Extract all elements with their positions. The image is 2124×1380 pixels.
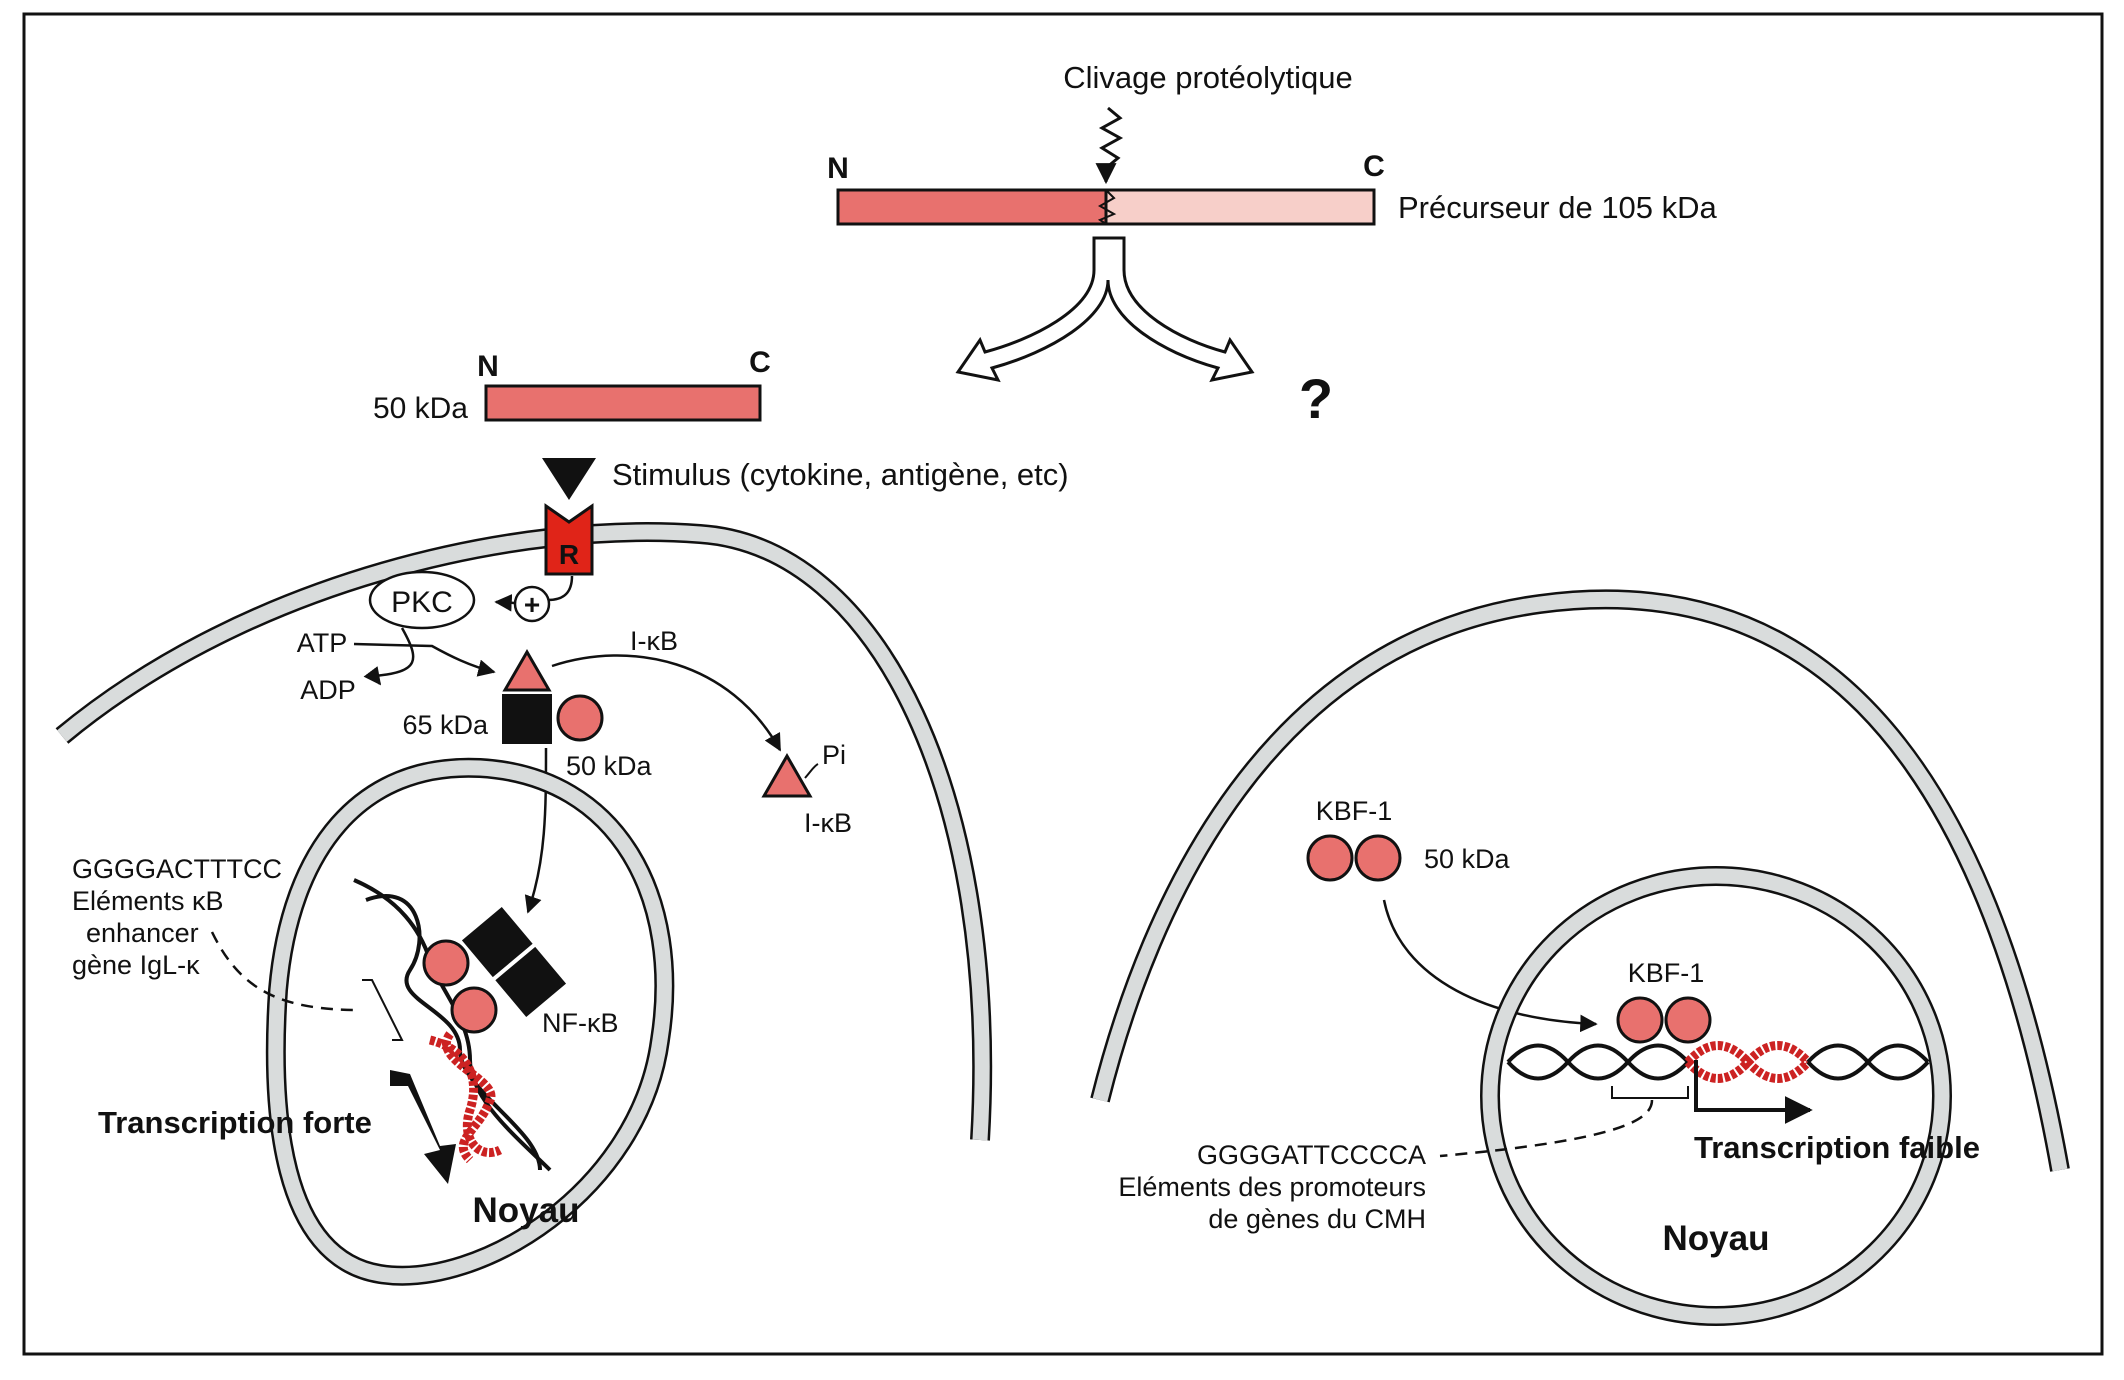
unknown-fragment-question: ? xyxy=(1299,367,1333,430)
right-cell-membrane xyxy=(1092,591,2068,1172)
kb-element-bracket xyxy=(362,979,404,1041)
p50-complex-label: 50 kDa xyxy=(566,751,653,781)
atp-label: ATP xyxy=(297,628,348,658)
kbf1-circle-left xyxy=(1306,834,1354,882)
weak-transcription-arrow xyxy=(1694,1060,1813,1124)
right-cell-membrane-outline xyxy=(1090,589,2070,1172)
p65-square xyxy=(502,694,552,744)
noyau-right-label: Noyau xyxy=(1663,1219,1770,1258)
p50-bar-label: 50 kDa xyxy=(373,392,468,425)
atp-arrow xyxy=(353,642,496,677)
pkc-ellipse xyxy=(368,570,476,630)
cleavage-label: Clivage protéolytique xyxy=(1063,60,1353,95)
ikb-release-arrow xyxy=(551,654,782,752)
adp-label: ADP xyxy=(300,675,356,705)
cleavage-zigzag-arrow xyxy=(1098,106,1124,170)
right-dna-helix xyxy=(1506,1041,1930,1083)
ikb-triangle-free xyxy=(761,752,813,798)
nfkb-p50-circle-top xyxy=(422,939,470,987)
right-nucleus-envelope xyxy=(1482,868,1950,1324)
kbf1-nucleus-label: KBF-1 xyxy=(1628,958,1705,988)
elements-promoteurs-label: Eléments des promoteurs xyxy=(1118,1172,1426,1202)
strong-transcription-arrow xyxy=(390,1070,456,1184)
enhancer-label: enhancer xyxy=(86,918,199,948)
activation-plus-circle xyxy=(513,585,551,623)
p65-label: 65 kDa xyxy=(402,710,489,740)
p50-bar xyxy=(484,384,762,422)
pkc-label: PKC xyxy=(391,586,453,619)
precursor-c-terminus: C xyxy=(1363,150,1385,183)
activation-plus-sign: + xyxy=(524,589,540,620)
transcription-forte-label: Transcription forte xyxy=(98,1105,372,1140)
ikb-release-label: I-κB xyxy=(630,626,678,656)
noyau-left-label: Noyau xyxy=(473,1191,580,1230)
nfkb-label: NF-κB xyxy=(542,1008,619,1038)
stimulus-triangle xyxy=(542,458,596,500)
receptor xyxy=(544,503,594,576)
p50-n-terminus: N xyxy=(477,350,499,383)
kbf1-bound-circle-right xyxy=(1664,996,1712,1044)
ikb-triangle-bound xyxy=(502,649,552,692)
gene-igl-label: gène IgL-κ xyxy=(72,950,200,980)
kbf1-cytoplasm-label: KBF-1 xyxy=(1316,796,1393,826)
genes-cmh-label: de gènes du CMH xyxy=(1208,1204,1426,1234)
kbf1-translocation-arrow xyxy=(1382,899,1598,1033)
pi-label: Pi xyxy=(822,740,846,770)
elements-kb-label: Eléments κB xyxy=(72,886,224,916)
left-nucleus-envelope xyxy=(268,760,672,1284)
promoter-dashed-line xyxy=(1439,1099,1654,1158)
figure-frame xyxy=(22,12,2104,1356)
left-cell-membrane xyxy=(57,524,990,1141)
ikb-free-label: I-κB xyxy=(804,808,852,838)
seq-right: GGGGATTCCCCA xyxy=(1197,1140,1426,1170)
cleavage-split-arrows xyxy=(955,236,1255,383)
stimulus-label: Stimulus (cytokine, antigène, etc) xyxy=(612,457,1069,492)
seq-left: GGGGACTTTCC xyxy=(72,854,282,884)
kbf1-bound-circle-left xyxy=(1616,996,1664,1044)
nfkb-p65-squares xyxy=(461,906,567,1018)
transcription-faible-label: Transcription faible xyxy=(1694,1130,1980,1165)
precursor-label: Précurseur de 105 kDa xyxy=(1398,190,1718,225)
nfkb-p50-circle-bottom xyxy=(450,986,498,1034)
precursor-105kda-bar xyxy=(836,188,1376,226)
precursor-n-terminus: N xyxy=(827,152,849,185)
p50-c-terminus: C xyxy=(749,346,771,379)
adp-arrow xyxy=(363,627,415,686)
p50-circle xyxy=(556,694,604,742)
kbf1-kda-label: 50 kDa xyxy=(1424,844,1511,874)
receptor-label: R xyxy=(559,539,579,570)
kb-element-dashed-line xyxy=(210,931,361,1012)
nfkb-translocation-arrow xyxy=(524,747,548,914)
left-dna-helix xyxy=(353,878,552,1172)
promoter-element-bracket xyxy=(1611,1086,1689,1099)
kbf1-circle-right xyxy=(1354,834,1402,882)
